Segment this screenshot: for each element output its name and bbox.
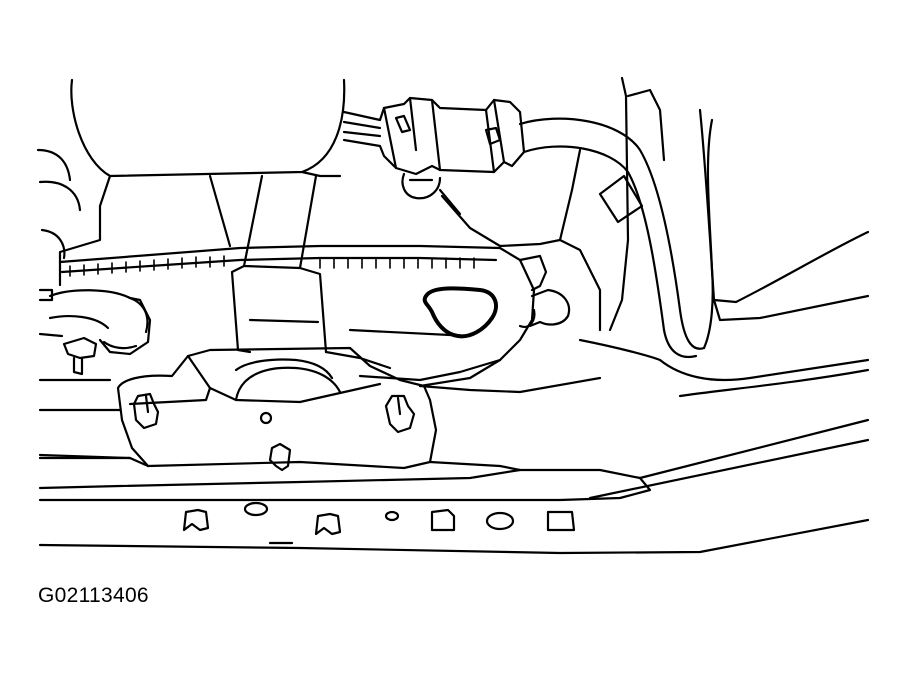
hose-fitting-bolt: [62, 336, 98, 360]
bolt-right: [384, 394, 416, 434]
rail-holes: [182, 501, 576, 545]
mount-bracket: [116, 346, 438, 472]
right-structure: [498, 76, 870, 398]
misc-lines: [324, 188, 602, 394]
inspection-opening: [422, 286, 498, 339]
rail-hole-3: [485, 511, 515, 531]
frame-rail: [38, 378, 870, 555]
bracket-hole: [259, 411, 273, 425]
figure-id-label: G02113406: [38, 584, 149, 607]
base-plate: [38, 456, 522, 472]
wiring-harness: [518, 117, 714, 359]
transmission-case: [58, 244, 536, 388]
rail-hole-2: [384, 510, 400, 522]
wire-connector: [342, 96, 526, 200]
side-sensor: [518, 254, 571, 328]
bolt-left: [132, 392, 160, 430]
left-hose: [38, 288, 152, 376]
bolt-center: [268, 442, 292, 472]
support-strap: [230, 174, 328, 354]
rail-hole-1: [243, 501, 269, 517]
engine-block-upper: [36, 78, 346, 270]
